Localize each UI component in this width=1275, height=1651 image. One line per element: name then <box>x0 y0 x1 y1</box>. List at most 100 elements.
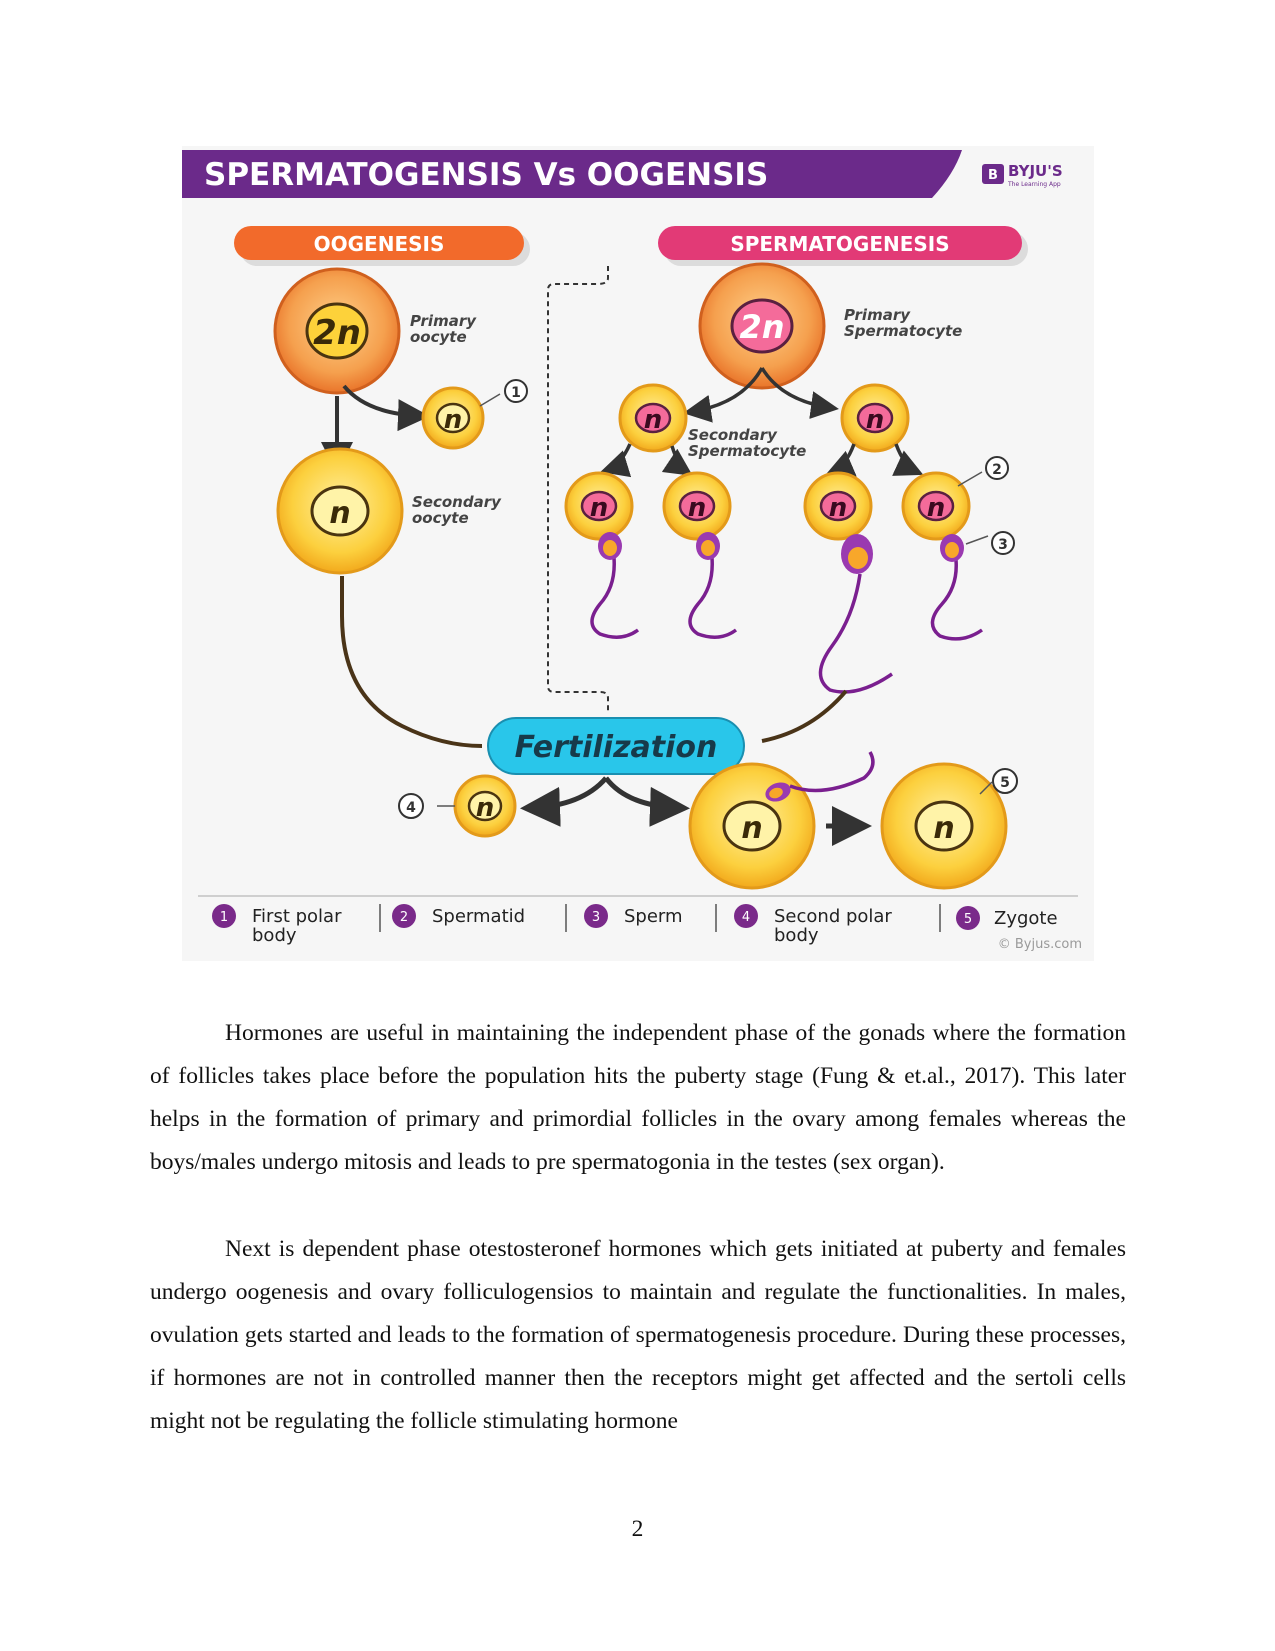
haploid-label: n <box>688 493 707 523</box>
arrow-to-spermatid-1 <box>600 443 632 478</box>
arrow-to-spermatid-2 <box>661 445 693 476</box>
callout-1-number: 1 <box>511 385 521 401</box>
spermatid-cell: n <box>564 471 634 541</box>
legend-item-sperm: 3 Sperm <box>584 904 683 928</box>
legend-label: Sperm <box>624 906 683 927</box>
legend-number: 1 <box>220 910 228 925</box>
arrow-to-secondary-spermatocyte-left <box>683 367 764 423</box>
legend-label: Spermatid <box>432 906 525 927</box>
callout-5: 5 <box>992 768 1018 794</box>
page-number: 2 <box>631 1516 644 1542</box>
section-divider <box>547 266 609 714</box>
spermatid-cell: n <box>662 471 732 541</box>
second-polar-body-cell: n <box>453 774 517 838</box>
callout-line-3 <box>965 535 989 545</box>
callout-5-number: 5 <box>1000 775 1010 791</box>
primary-oocyte-label-2: oocyte <box>410 328 467 346</box>
haploid-label: n <box>590 493 609 523</box>
spermatogenesis-heading: SPERMATOGENESIS <box>730 232 949 256</box>
title-bar <box>182 150 962 198</box>
secondary-oocyte-cell: n <box>276 447 404 575</box>
secondary-oocyte-label-2: oocyte <box>412 509 469 527</box>
callout-4-number: 4 <box>406 800 416 816</box>
legend-item-zygote: 5 Zygote <box>956 906 1058 930</box>
callout-line-5 <box>979 781 993 795</box>
fertilized-egg-cell: n <box>688 762 816 890</box>
arrow-to-spermatid-3 <box>825 443 857 477</box>
arrow-to-spermatid-4 <box>892 443 924 476</box>
callout-line-1 <box>479 393 501 407</box>
callout-1: 1 <box>504 379 528 403</box>
legend-label: Second polar <box>774 906 892 927</box>
sperm-to-fertilization-line <box>761 689 848 743</box>
secondary-spermatocyte-label-1: Secondary <box>688 426 778 444</box>
copyright: © Byjus.com <box>998 937 1082 952</box>
legend-number: 5 <box>964 912 972 927</box>
diploid-label: 2n <box>313 313 361 353</box>
oogenesis-heading-pill: OOGENESIS <box>234 226 530 266</box>
legend-number: 4 <box>742 910 750 925</box>
haploid-label: n <box>741 811 762 846</box>
diploid-label: 2n <box>739 308 784 346</box>
callout-3: 3 <box>991 531 1015 555</box>
primary-spermatocyte-label-1: Primary <box>844 306 911 324</box>
secondary-oocyte-label-1: Secondary <box>412 493 502 511</box>
haploid-label: n <box>933 811 954 846</box>
svg-text:B: B <box>988 168 998 183</box>
haploid-label: n <box>866 405 885 435</box>
sperm-icon <box>688 532 738 639</box>
legend-item-first-polar-body: 1 First polar body <box>212 904 342 946</box>
callout-line-2 <box>957 471 983 487</box>
haploid-label: n <box>476 793 495 823</box>
oogenesis-heading: OOGENESIS <box>314 232 445 256</box>
sperm-icon <box>818 534 893 694</box>
secondary-spermatocyte-cell-left: n <box>618 383 688 453</box>
oocyte-to-fertilization-line <box>340 576 483 748</box>
arrow-to-fertilized-egg <box>604 776 690 827</box>
spermatogenesis-heading-pill: SPERMATOGENESIS <box>658 226 1028 266</box>
fertilization-label: Fertilization <box>515 730 718 765</box>
arrow-to-second-polar-body <box>520 776 608 827</box>
spermatid-cell: n <box>803 471 873 541</box>
brand-name: BYJU'S <box>1008 162 1063 180</box>
callout-3-number: 3 <box>998 537 1008 553</box>
haploid-label: n <box>829 493 848 523</box>
body-paragraph-1: Hormones are useful in maintaining the i… <box>150 1012 1126 1184</box>
haploid-label: n <box>644 405 663 435</box>
callout-2: 2 <box>985 456 1009 480</box>
haploid-label: n <box>444 405 463 435</box>
arrow-to-first-polar-body <box>342 384 430 432</box>
primary-spermatocyte-cell: 2n <box>698 262 826 390</box>
callout-4: 4 <box>398 793 424 819</box>
primary-spermatocyte-label-2: Spermatocyte <box>844 322 962 340</box>
spermatid-cell: n <box>901 471 971 541</box>
legend-item-second-polar-body: 4 Second polar body <box>734 904 892 946</box>
legend-label: Zygote <box>994 908 1058 929</box>
figure-title: SPERMATOGENSIS Vs OOGENSIS <box>204 157 768 193</box>
brand-tagline: The Learning App <box>1007 181 1061 188</box>
legend-number: 3 <box>592 910 600 925</box>
fertilization-pill: Fertilization <box>487 717 745 775</box>
haploid-label: n <box>927 493 946 523</box>
paragraph-text: Hormones are useful in maintaining the i… <box>150 1020 1126 1175</box>
first-polar-body-cell: n <box>421 386 485 450</box>
body-paragraph-2: Next is dependent phase otestosteronef h… <box>150 1228 1126 1443</box>
sperm-icon <box>930 534 984 641</box>
sperm-icon <box>590 532 640 639</box>
primary-oocyte-label-1: Primary <box>410 312 477 330</box>
arrow-to-secondary-spermatocyte-right <box>760 367 839 419</box>
legend-item-spermatid: 2 Spermatid <box>392 904 525 928</box>
zygote-cell: n <box>880 762 1008 890</box>
sperm-penetrating-icon <box>765 751 875 802</box>
legend-label: body <box>252 925 297 946</box>
primary-oocyte-cell: 2n <box>273 267 401 395</box>
legend-label: First polar <box>252 906 342 927</box>
oogenesis-spermatogenesis-diagram: SPERMATOGENSIS Vs OOGENSIS B BYJU'S The … <box>182 146 1094 961</box>
paragraph-text: Next is dependent phase otestosteronef h… <box>150 1236 1126 1434</box>
secondary-spermatocyte-label-2: Spermatocyte <box>688 442 806 460</box>
byjus-logo: B BYJU'S The Learning App <box>982 162 1063 188</box>
secondary-spermatocyte-cell-right: n <box>840 383 910 453</box>
legend-number: 2 <box>400 910 408 925</box>
callout-2-number: 2 <box>992 462 1002 478</box>
legend-label: body <box>774 925 819 946</box>
